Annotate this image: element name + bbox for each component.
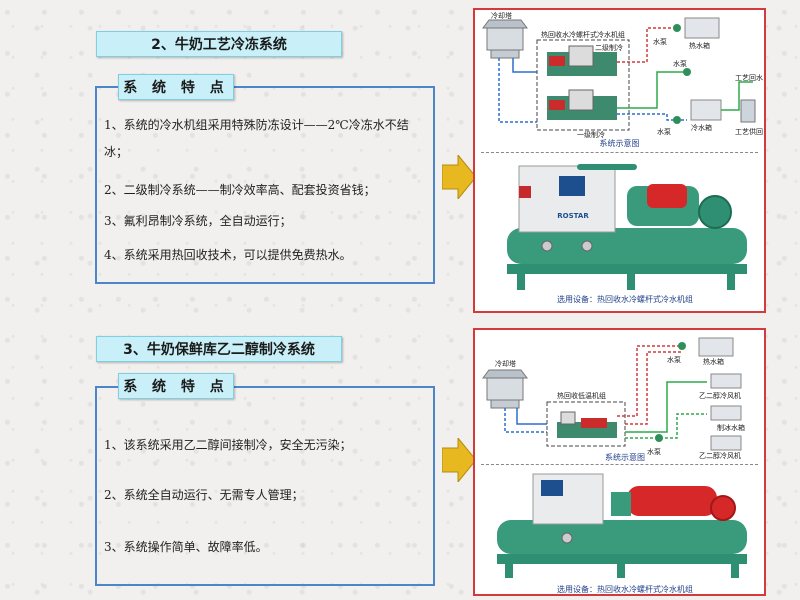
pump-icon: [655, 434, 663, 442]
section2-diagram-caption: 系统示意图: [605, 453, 645, 462]
section2-arrow-icon: [442, 438, 476, 482]
section1-feature-2: 2、二级制冷系统——制冷效率高、配套投资省钱；: [104, 183, 376, 197]
section2-picture-panel: 冷却塔 热回收低温机组 水泵 热水箱 乙二醇冷风机 制冰水箱 乙二醇冷风机 水泵…: [473, 328, 766, 596]
pump-icon: [683, 68, 691, 76]
diagram2-hot-tank-label: 热水箱: [703, 357, 724, 366]
diagram-hot-tank-label: 热水箱: [689, 41, 710, 50]
diagram-process-return-label: 工艺回水: [735, 73, 763, 82]
compressor-motor: [627, 486, 717, 516]
section1-chiller-illustration: ROSTAR: [507, 164, 747, 290]
diagram2-ice-water-label: 制冰水箱: [717, 423, 745, 432]
section1-photo-caption: 选用设备：热回收水冷螺杆式冷水机组: [557, 295, 693, 304]
diagram2-fan-coil2-label: 乙二醇冷风机: [699, 451, 741, 460]
diagram-stage1-label: 一级制冷: [577, 130, 605, 139]
section2-chiller-illustration: [497, 473, 747, 578]
diagram-unit-title: 热回收水冷螺杆式冷水机组: [541, 30, 625, 39]
section1-feature-3: 3、氟利昂制冷系统，全自动运行；: [104, 214, 292, 228]
diagram-pump3-label: 水泵: [657, 127, 671, 136]
section2-feature-1: 1、该系统采用乙二醇间接制冷，安全无污染；: [104, 438, 352, 452]
stage2-chiller-icon: [547, 45, 617, 76]
section1-feature-4: 4、系统采用热回收技术，可以提供免费热水。: [104, 248, 352, 262]
diagram2-cooling-tower-label: 冷却塔: [495, 359, 516, 368]
section2-feature-3: 3、系统操作简单、故障率低。: [104, 540, 268, 554]
section1-features-label: 系 统 特 点: [118, 74, 234, 100]
section1-arrow-icon: [442, 155, 476, 199]
diagram-process-supply-label: 工艺供回: [735, 127, 763, 136]
fan-coil-icon: [710, 435, 742, 451]
low-temp-chiller-icon: [557, 411, 617, 438]
hot-water-tank-icon: [684, 17, 720, 39]
cold-water-tank-icon: [690, 99, 722, 121]
diagram-pump2-label: 水泵: [673, 59, 687, 68]
section2-features-label: 系 统 特 点: [118, 373, 234, 399]
diagram-cold-tank-label: 冷水箱: [691, 123, 712, 132]
fan-coil-icon: [710, 405, 742, 421]
fan-coil-icon: [710, 373, 742, 389]
cooling-tower-icon: [482, 369, 528, 409]
pump-icon: [678, 342, 686, 350]
diagram-pump1-label: 水泵: [653, 37, 667, 46]
section2-feature-2: 2、系统全自动运行、无需专人管理；: [104, 488, 304, 502]
section1-title: 2、牛奶工艺冷冻系统: [96, 31, 342, 57]
section1-picture-panel: 冷却塔 热回收水冷螺杆式冷水机组 二级制冷 一级制冷 热水箱 水泵 水泵: [473, 8, 766, 313]
control-panel-screen: [541, 480, 563, 496]
section2-system-diagram: 冷却塔 热回收低温机组 水泵 热水箱 乙二醇冷风机 制冰水箱 乙二醇冷风机 水泵: [482, 337, 745, 460]
diagram2-pump1-label: 水泵: [667, 355, 681, 364]
section1-diagram-caption: 系统示意图: [599, 139, 640, 148]
section2-title: 3、牛奶保鲜库乙二醇制冷系统: [96, 336, 342, 362]
pump-icon: [673, 116, 681, 124]
heat-exchanger-icon: [740, 99, 756, 123]
diagram2-fan-coil1-label: 乙二醇冷风机: [699, 391, 741, 400]
compressor-motor: [647, 184, 687, 208]
diagram2-unit-title: 热回收低温机组: [557, 391, 606, 400]
cooling-tower-icon: [482, 19, 528, 59]
pump-icon: [673, 24, 681, 32]
section1-feature-1: 1、系统的冷水机组采用特殊防冻设计——2℃冷冻水不结冰；: [104, 118, 409, 159]
diagram2-pump2-label: 水泵: [647, 447, 661, 456]
diagram-stage2-label: 二级制冷: [595, 43, 623, 52]
section1-system-diagram: 冷却塔 热回收水冷螺杆式冷水机组 二级制冷 一级制冷 热水箱 水泵 水泵: [482, 12, 763, 139]
section2-photo-caption: 选用设备：热回收水冷螺杆式冷水机组: [557, 585, 693, 594]
brand-logo: ROSTAR: [557, 212, 589, 220]
section2-features-box: [95, 386, 435, 586]
control-panel-screen: [559, 176, 585, 196]
section1-features-box: [95, 86, 435, 284]
diagram-cooling-tower-label: 冷却塔: [491, 12, 512, 20]
hot-water-tank-icon: [698, 337, 734, 357]
stage1-chiller-icon: [547, 89, 617, 120]
